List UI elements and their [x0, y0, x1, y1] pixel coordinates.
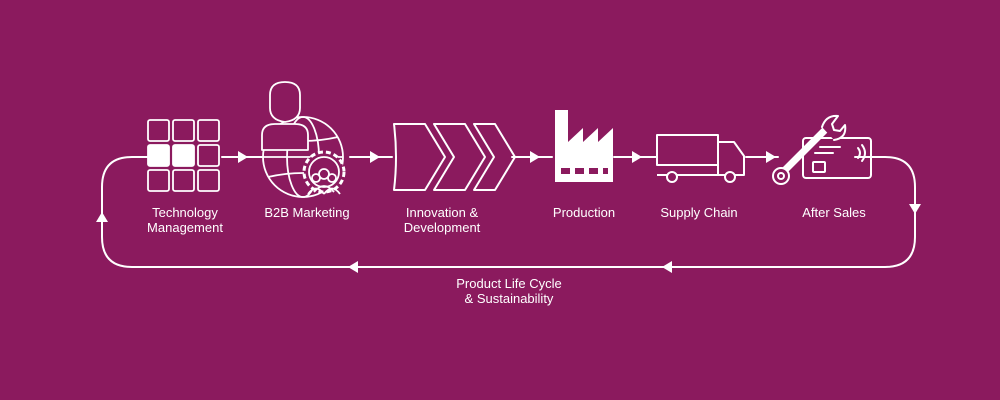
step-label-production: Production [553, 205, 615, 220]
arrowhead-up [96, 212, 108, 222]
step-label-line: Technology [152, 205, 218, 220]
chevrons-icon [393, 123, 516, 191]
step-label-line: Management [147, 220, 223, 235]
arrowhead-5 [766, 151, 776, 163]
arrowhead-left-1 [662, 261, 672, 273]
grid-icon [147, 119, 220, 192]
step-label-technology-management: Technology Management [147, 205, 223, 235]
step-label-after-sales: After Sales [802, 205, 866, 220]
arrowhead-1 [238, 151, 248, 163]
step-label-b2b-marketing: B2B Marketing [264, 205, 349, 220]
arrowhead-down [909, 204, 921, 214]
step-label-line: Innovation & [405, 205, 479, 220]
factory-icon [555, 110, 613, 182]
cycle-label: Product Life Cycle & Sustainability [456, 276, 562, 306]
arrowhead-left-2 [348, 261, 358, 273]
wrench-card-icon [772, 114, 872, 185]
step-label-line: Supply Chain [660, 205, 738, 220]
step-label-line: Production [552, 205, 616, 220]
truck-icon [656, 134, 745, 183]
arrowhead-2 [370, 151, 380, 163]
step-label-supply-chain: Supply Chain [660, 205, 737, 220]
cycle-label-line: Product Life Cycle [456, 276, 562, 291]
step-label-line: B2B Marketing [264, 205, 350, 220]
cycle-loop [101, 156, 916, 268]
cycle-label-line: & Sustainability [464, 291, 554, 306]
step-label-line: After Sales [802, 205, 866, 220]
person-globe-gear-icon [261, 81, 346, 198]
arrowhead-3 [530, 151, 540, 163]
step-label-line: Development [403, 220, 481, 235]
arrowhead-4 [632, 151, 642, 163]
step-label-innovation-development: Innovation & Development [404, 205, 481, 235]
